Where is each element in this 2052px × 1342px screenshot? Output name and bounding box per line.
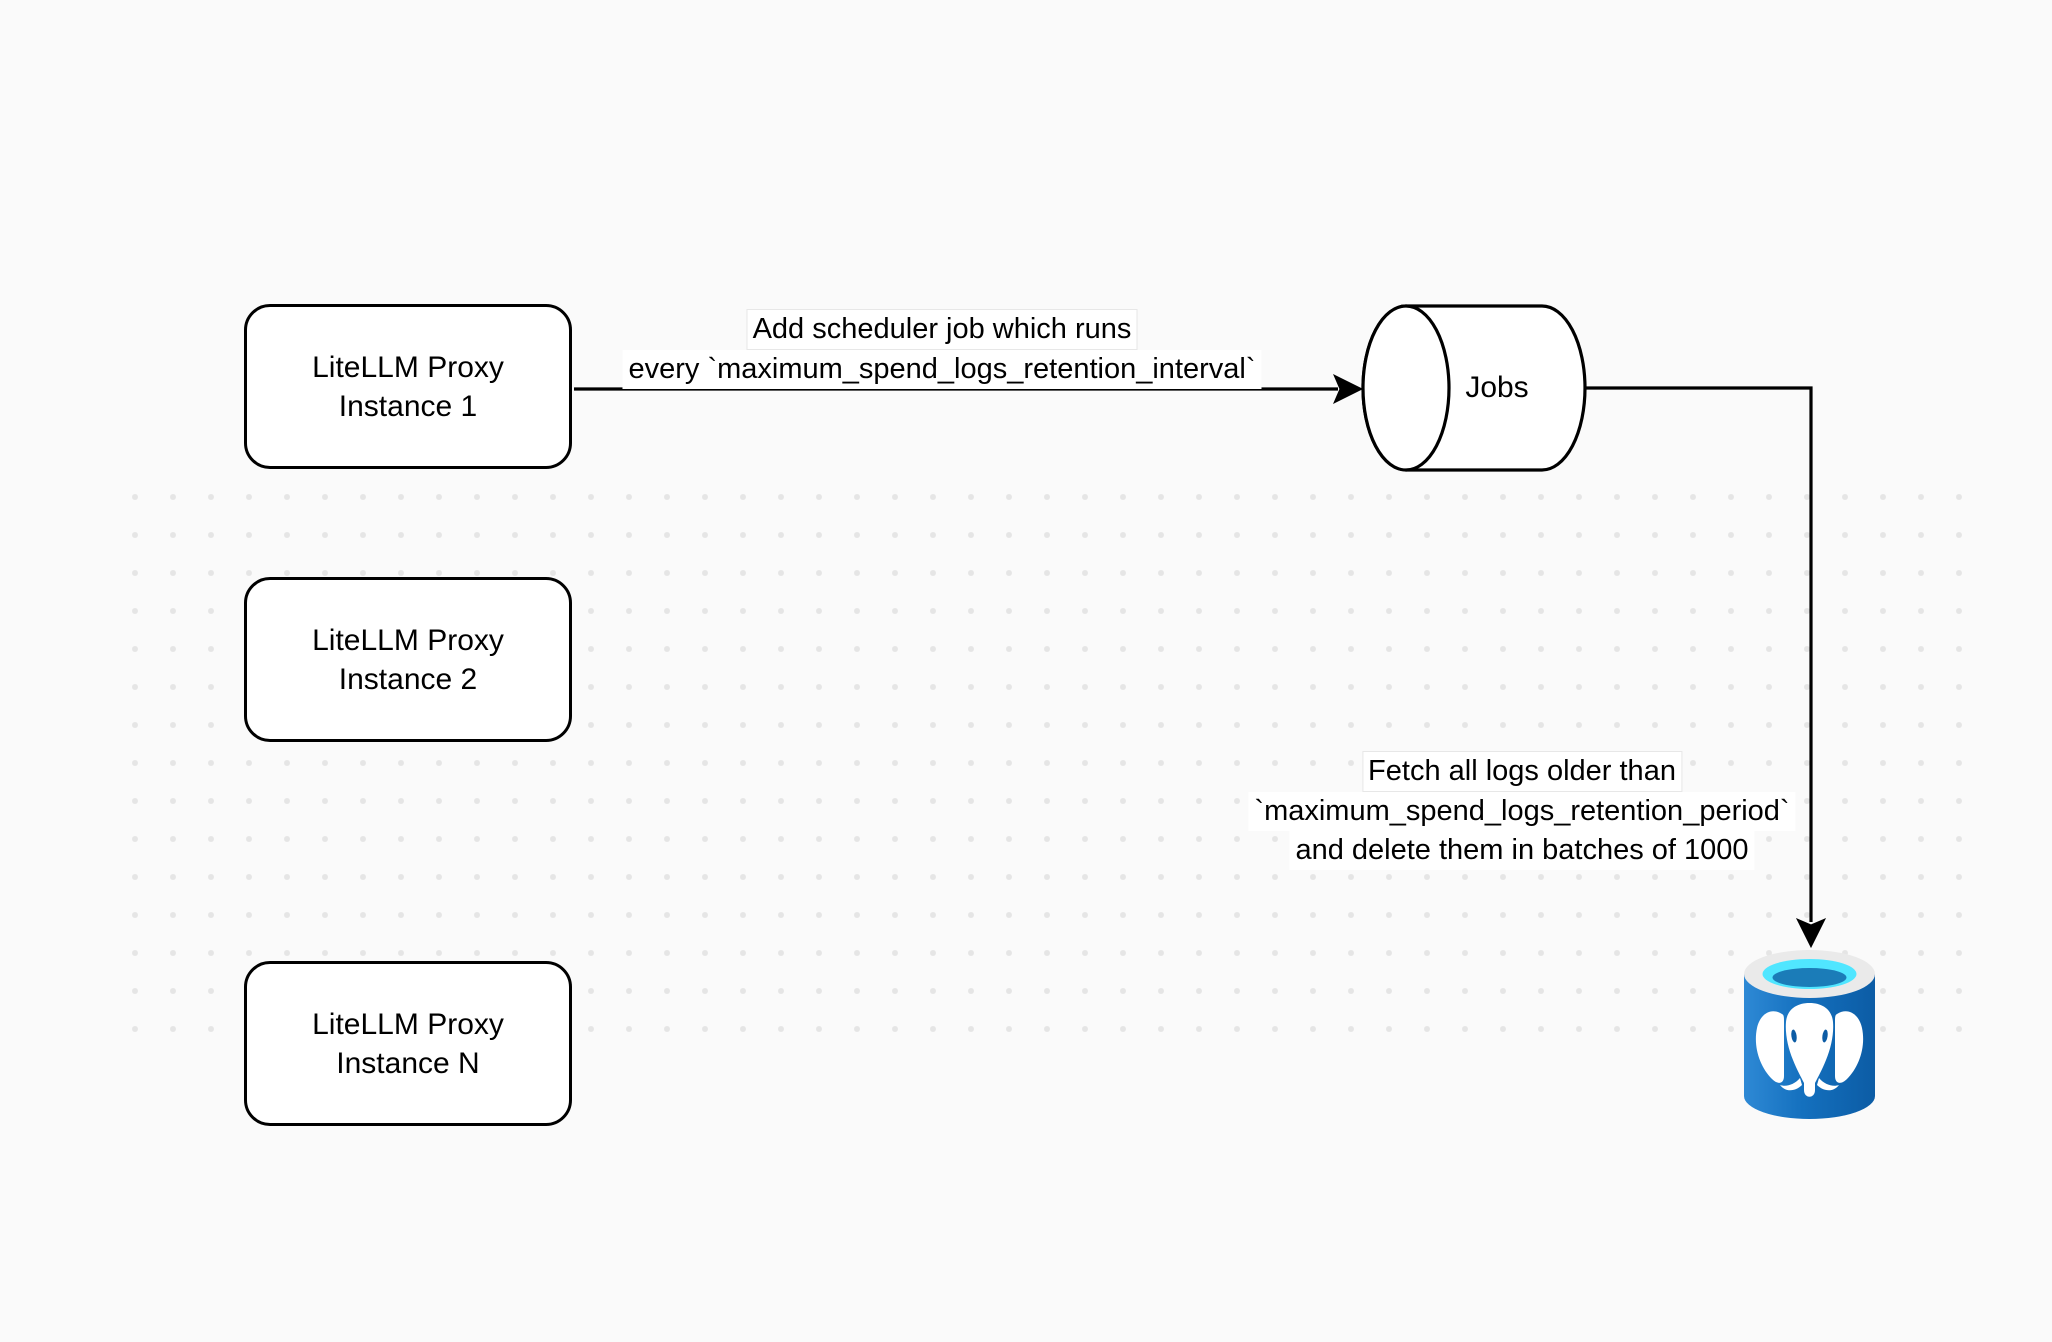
jobs-queue-label: Jobs (1465, 371, 1529, 404)
postgresql-database-icon (1744, 950, 1875, 1119)
edge-label-line: `maximum_spend_logs_retention_period` (1248, 792, 1796, 831)
edge-label-line: every `maximum_spend_logs_retention_inte… (622, 350, 1262, 389)
node-label-line2: Instance 1 (338, 389, 478, 423)
postgres-elephant (1755, 1003, 1864, 1097)
node-label-line1: LiteLLM Proxy (312, 350, 504, 384)
db-water-shadow (1772, 968, 1847, 987)
edge-label-line: and delete them in batches of 1000 (1289, 831, 1755, 870)
edge-label-line: Add scheduler job which runs (746, 309, 1138, 350)
elephant-eye-left (1791, 1029, 1797, 1043)
node-proxy-instance-2: LiteLLM Proxy Instance 2 (244, 577, 572, 742)
edge-label-fetch-and-delete: Fetch all logs older than `maximum_spend… (1248, 751, 1796, 870)
node-label-line1: LiteLLM Proxy (312, 1007, 504, 1041)
node-label-line2: Instance N (336, 1046, 480, 1080)
edge-label-line: Fetch all logs older than (1362, 751, 1682, 792)
node-label-line2: Instance 2 (338, 662, 478, 696)
node-proxy-instance-n: LiteLLM Proxy Instance N (244, 961, 572, 1126)
node-label-line1: LiteLLM Proxy (312, 623, 504, 657)
node-proxy-instance-1: LiteLLM Proxy Instance 1 (244, 304, 572, 469)
elephant-eye-right (1822, 1029, 1828, 1043)
edge-label-add-scheduler-job: Add scheduler job which runs every `maxi… (622, 309, 1262, 389)
